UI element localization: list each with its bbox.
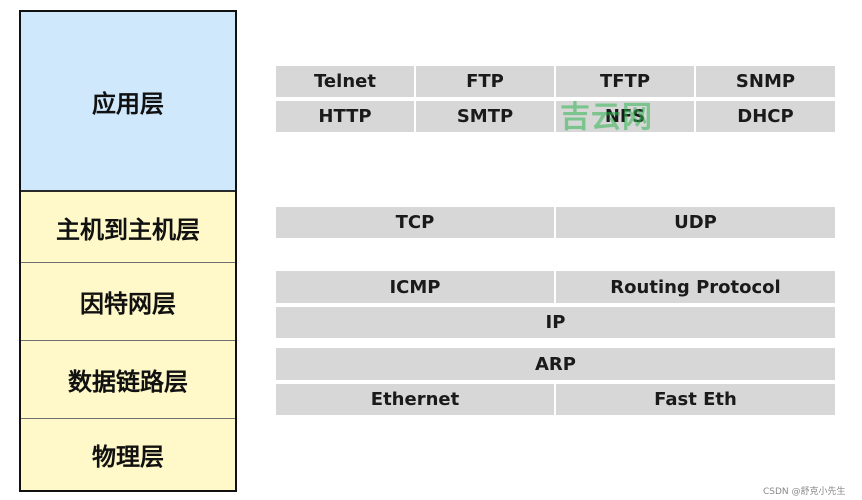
- protocol-snmp: SNMP: [696, 66, 835, 97]
- protocol-telnet: Telnet: [276, 66, 416, 97]
- layer-application-label: 应用层: [92, 89, 164, 118]
- watermark: 吉云网: [560, 100, 653, 135]
- protocol-tcp: TCP: [276, 207, 556, 238]
- protocol-http: HTTP: [276, 101, 416, 132]
- layer-data-link: 数据链路层: [21, 341, 235, 419]
- protocol-icmp: ICMP: [276, 271, 556, 303]
- protocol-ip: IP: [276, 307, 835, 338]
- layer-host-to-host: 主机到主机层: [21, 192, 235, 263]
- layer-internet-label: 因特网层: [80, 290, 176, 318]
- protocol-smtp: SMTP: [416, 101, 556, 132]
- protocol-udp: UDP: [556, 207, 835, 238]
- protocol-dhcp: DHCP: [696, 101, 835, 132]
- protocol-ethernet: Ethernet: [276, 384, 556, 415]
- layer-stack: 应用层 主机到主机层 因特网层 数据链路层 物理层: [19, 10, 237, 492]
- layer-physical: 物理层: [21, 419, 235, 490]
- layer-application: 应用层: [21, 12, 235, 192]
- source-credit: CSDN @舒克小先生: [763, 487, 846, 497]
- layer-host-to-host-label: 主机到主机层: [56, 215, 200, 244]
- protocol-ftp: FTP: [416, 66, 556, 97]
- protocol-fast-eth: Fast Eth: [556, 384, 835, 415]
- protocol-arp: ARP: [276, 348, 835, 380]
- protocol-tftp: TFTP: [556, 66, 696, 97]
- layer-physical-label: 物理层: [92, 443, 164, 471]
- protocol-routing: Routing Protocol: [556, 271, 835, 303]
- protocol-nfs: NFS: [556, 101, 696, 132]
- layer-internet: 因特网层: [21, 263, 235, 341]
- layer-data-link-label: 数据链路层: [68, 368, 188, 396]
